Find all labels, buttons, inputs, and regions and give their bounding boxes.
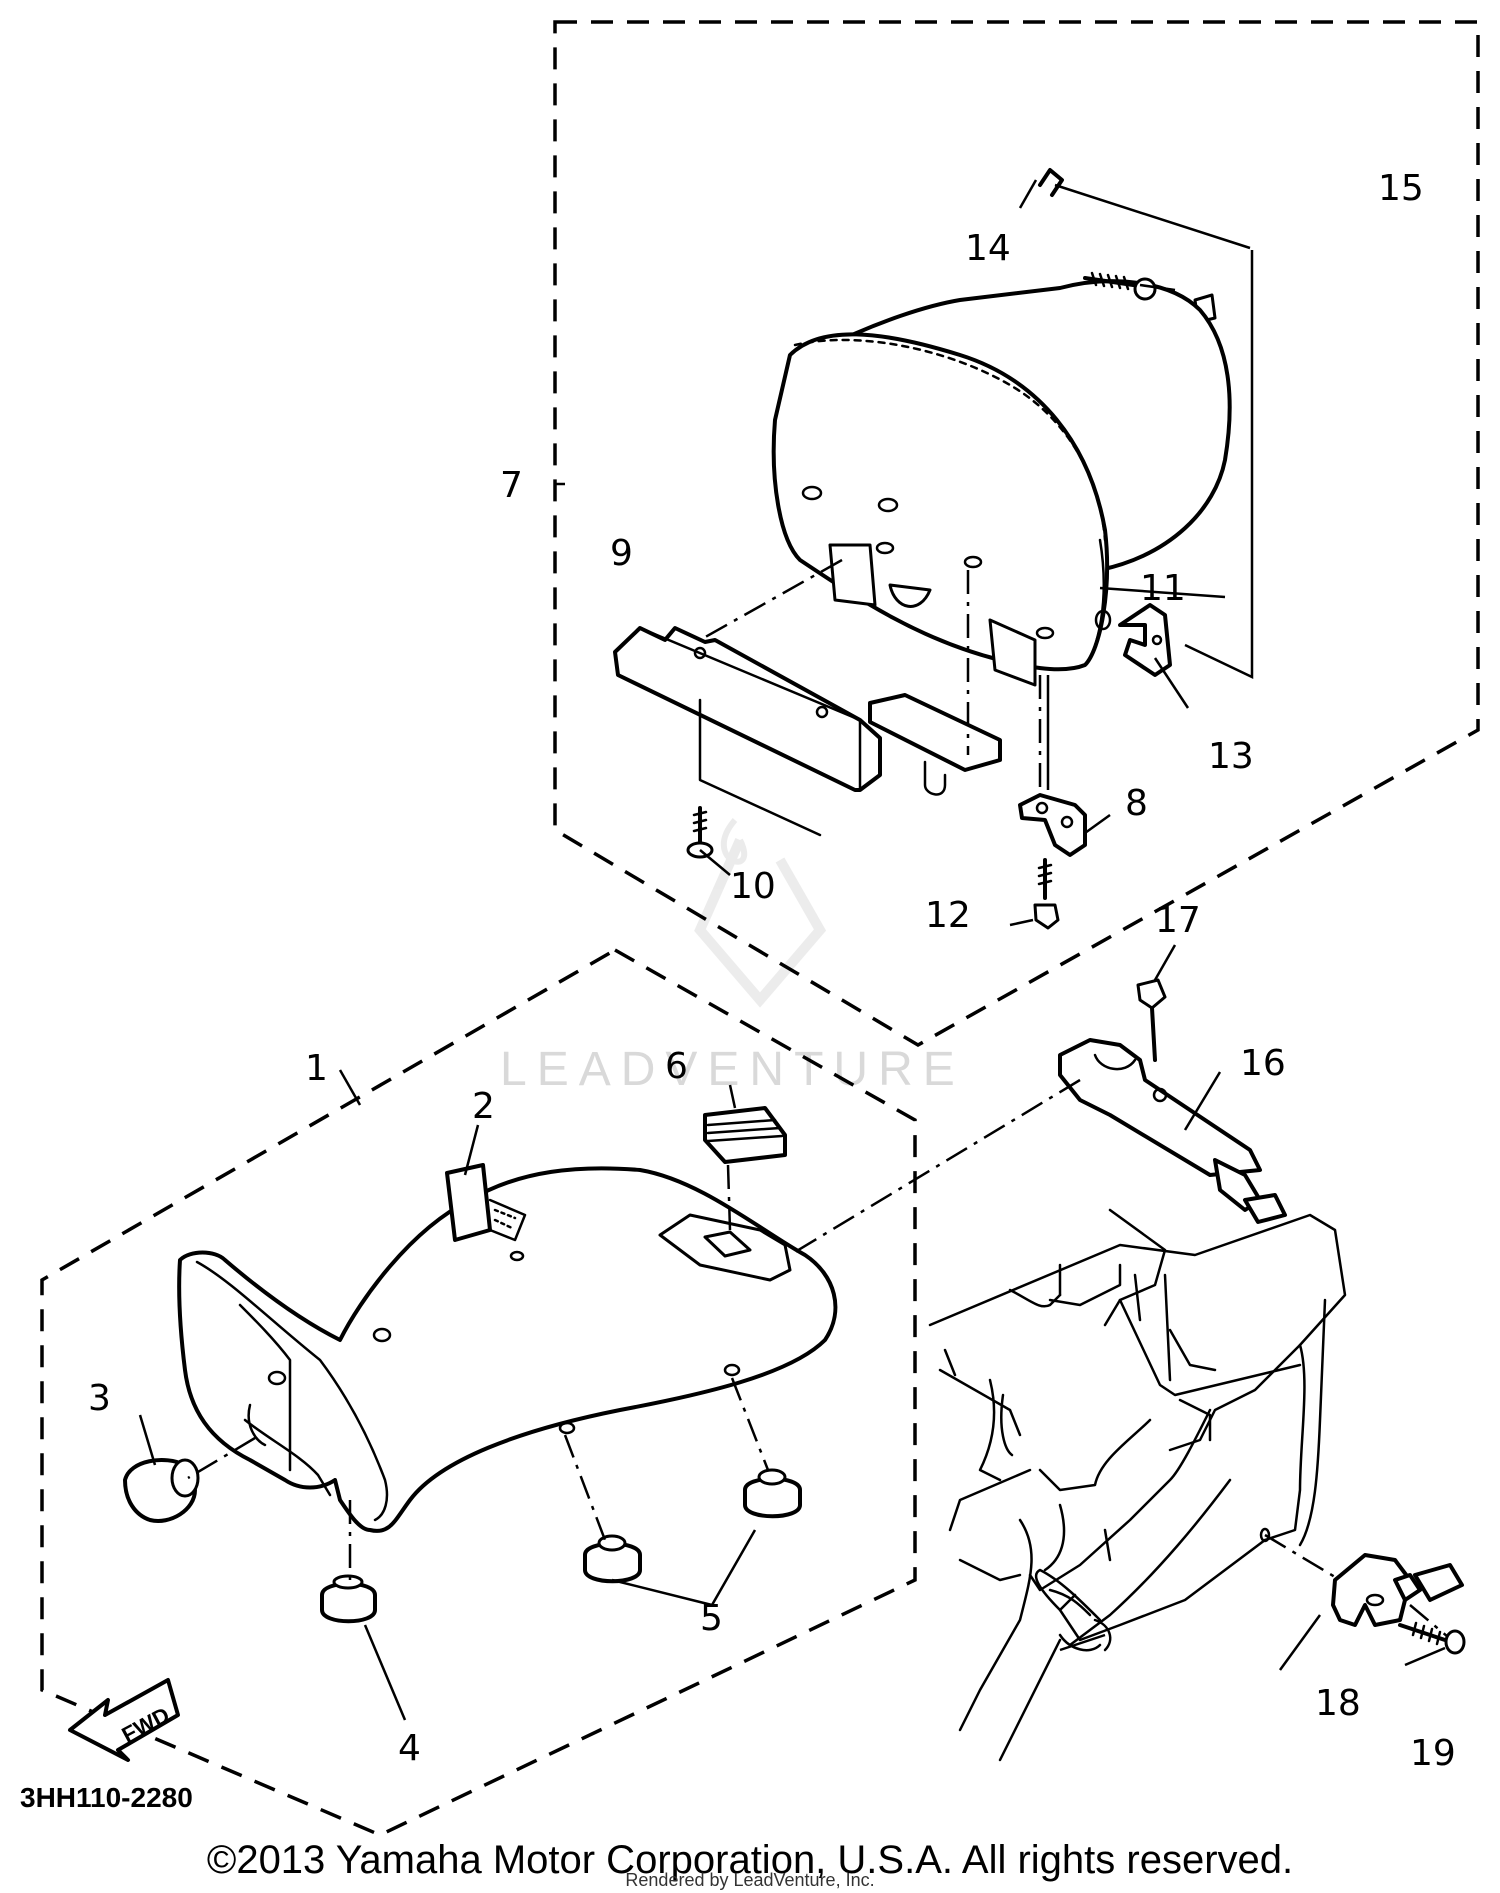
latch-plate [868,693,1002,796]
diagram-code: 3HH110-2280 [20,1782,193,1813]
callout-4: 4 [398,1728,421,1769]
callout-5: 5 [700,1598,723,1639]
callout-3: 3 [88,1378,111,1419]
rider-seat [177,1166,838,1533]
part-2-tag [445,1163,527,1242]
part-3-knob [123,1458,200,1523]
part-5-damper-left [583,1534,642,1584]
leader-lines [138,179,1449,1721]
group-box-passenger-seat [553,20,1480,1048]
callout-15: 15 [1378,168,1424,209]
part-15-screw [1083,271,1157,301]
part-13-hook [1118,603,1172,677]
part-16-seat-lock [1058,1038,1287,1224]
callout-11: 11 [1140,568,1186,609]
callouts: 1 2 3 4 5 6 7 8 9 10 11 12 13 14 15 16 1… [88,168,1456,1774]
part-8-bracket [1018,793,1087,857]
part-10-screw [686,806,714,859]
callout-18: 18 [1315,1683,1361,1724]
part-6-grommet [703,1106,787,1164]
rendered-by-credit: Rendered by LeadVenture, Inc. [625,1870,875,1890]
callout-13: 13 [1208,736,1254,777]
callout-10: 10 [730,866,776,907]
callout-19: 19 [1410,1733,1456,1774]
callout-12: 12 [925,895,971,936]
callout-8: 8 [1125,783,1148,824]
part-12-bolt [1033,858,1060,930]
part-14-clip [1038,168,1064,197]
part-9-bracket [613,626,882,837]
callout-9: 9 [610,533,633,574]
callout-1: 1 [305,1048,328,1089]
part-19-screw [1398,1621,1466,1655]
part-4-damper [320,1574,377,1624]
callout-17: 17 [1155,900,1201,941]
part-18-lock [1331,1553,1464,1627]
callout-7: 7 [500,465,523,506]
callout-14: 14 [965,228,1011,269]
passenger-seat [771,279,1232,687]
copyright-notice: ©2013 Yamaha Motor Corporation, U.S.A. A… [206,1838,1294,1882]
frame [928,1208,1347,1762]
part-5-damper-right [743,1468,802,1519]
callout-16: 16 [1240,1043,1286,1084]
watermark-text: LEADVENTURE [500,1043,965,1096]
watermark-logo [694,818,827,1008]
group-box-rider-seat [40,947,917,1837]
callout-2: 2 [472,1086,495,1127]
fwd-arrow: FWD [68,1678,180,1762]
callout-6: 6 [665,1046,688,1087]
part-17-bolt [1136,978,1167,1062]
